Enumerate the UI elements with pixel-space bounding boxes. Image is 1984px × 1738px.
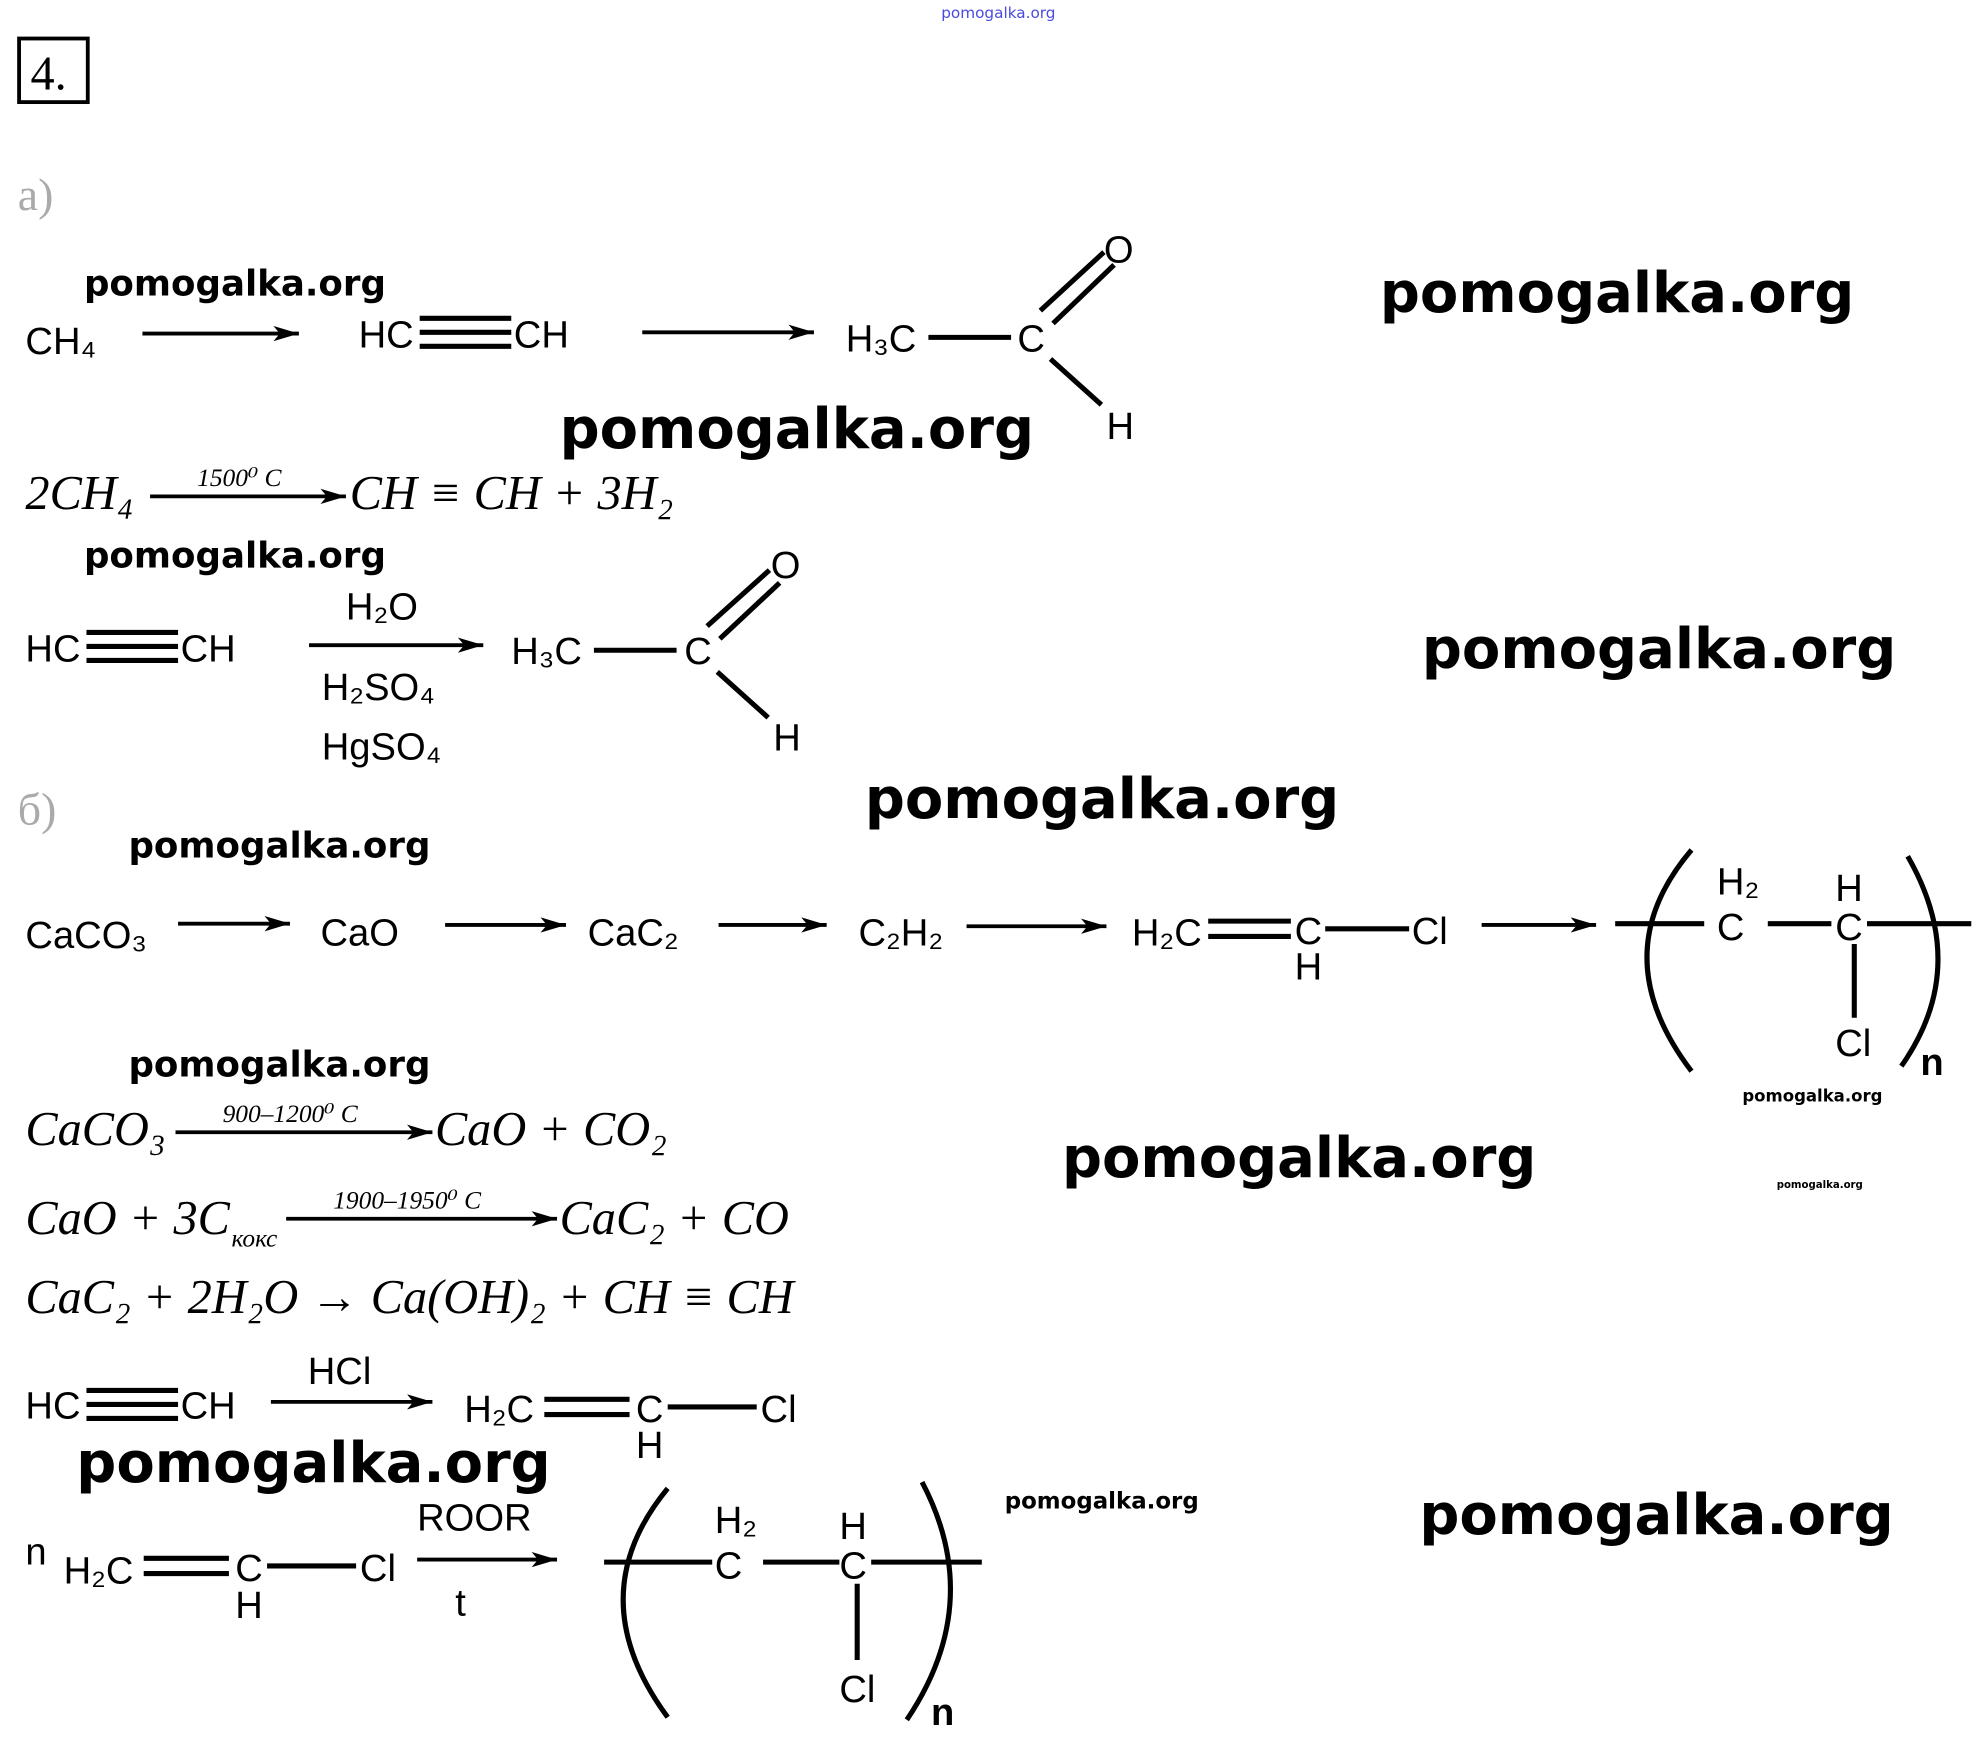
poly-h2: H₂: [1717, 860, 1759, 903]
task-number-box: [17, 36, 90, 105]
hc: HC: [25, 1384, 80, 1427]
cl: Cl: [761, 1388, 797, 1431]
hc: HC: [25, 628, 80, 671]
equation-b3: CaC₂ + 2H₂O → Ca(OH)₂ + CH ≡ CH: [25, 1271, 796, 1324]
cl: Cl: [1412, 910, 1448, 953]
ch: CH: [514, 314, 569, 357]
watermark: pomogalka.org: [1005, 1489, 1199, 1515]
equation-a2: HC CH H₂O H₂SO₄ HgSO₄ H₃C C O H: [25, 544, 800, 769]
watermark: pomogalka.org: [1742, 1087, 1882, 1106]
c: C: [1295, 910, 1323, 953]
reagent-below-2: HgSO₄: [322, 726, 441, 769]
caco3: CaCO₃: [25, 914, 147, 957]
poly-n: n: [1920, 1041, 1943, 1084]
poly-h: H: [839, 1505, 867, 1548]
eq-sub: кокс: [231, 1224, 278, 1253]
watermark: pomogalka.org: [865, 767, 1339, 832]
h: H: [1106, 405, 1134, 448]
part-b-label: б): [18, 783, 57, 834]
h: H: [235, 1584, 263, 1627]
poly-c1: C: [715, 1545, 743, 1588]
h: H: [636, 1424, 664, 1467]
c: C: [1017, 317, 1045, 360]
watermarks: pomogalka.org pomogalka.org pomogalka.or…: [76, 261, 1896, 1548]
poly-c2: C: [839, 1545, 867, 1588]
h2c: H₂C: [1132, 911, 1202, 954]
eq-left: 2CH₄: [25, 467, 133, 520]
eq-right: CaO + CO₂: [435, 1103, 667, 1156]
equation-a1: 2CH₄ 1500⁰ C CH ≡ CH + 3H₂: [25, 463, 673, 520]
c: C: [235, 1547, 263, 1590]
poly-n: n: [931, 1691, 954, 1734]
reagent-above: H₂O: [346, 586, 418, 629]
top-watermark: pomogalka.org: [941, 4, 1055, 22]
ch: CH: [181, 1384, 236, 1427]
o: O: [1104, 228, 1134, 271]
watermark: pomogalka.org: [1422, 617, 1896, 682]
eq-condition: 900–1200⁰ C: [223, 1099, 359, 1128]
reagent-below-1: H₂SO₄: [322, 666, 435, 709]
h3c: H₃C: [846, 317, 917, 360]
poly-cl: Cl: [1835, 1022, 1871, 1065]
h: H: [773, 717, 801, 760]
equation-b1: CaCO₃ 900–1200⁰ C CaO + CO₂: [25, 1099, 666, 1156]
h2c: H₂C: [464, 1388, 534, 1431]
eq-left: CaO + 3C: [25, 1192, 230, 1245]
equation-b5: n H₂C C H Cl ROOR t H₂ C H C Cl n: [25, 1480, 982, 1734]
watermark: pomogalka.org: [1777, 1180, 1863, 1191]
o: O: [771, 544, 801, 587]
eq-right: CaC₂ + CO: [560, 1192, 789, 1245]
eq-condition: 1900–1950⁰ C: [333, 1186, 482, 1215]
cac2: CaC₂: [588, 911, 679, 954]
eq-right: CH ≡ CH + 3H₂: [350, 467, 674, 520]
n: n: [25, 1531, 46, 1574]
eq-left: CaCO₃: [25, 1103, 165, 1156]
equation-b4: HC CH HCl H₂C C H Cl: [25, 1350, 796, 1467]
reagent-above: ROOR: [417, 1496, 531, 1539]
cao: CaO: [320, 911, 398, 954]
watermark: pomogalka.org: [76, 1431, 550, 1496]
watermark: pomogalka.org: [84, 536, 386, 577]
watermark: pomogalka.org: [1380, 261, 1854, 326]
watermark: pomogalka.org: [84, 263, 386, 304]
poly-cl: Cl: [839, 1668, 875, 1711]
c2h2: C₂H₂: [858, 911, 943, 954]
poly-c1: C: [1717, 906, 1745, 949]
scheme-a: CH₄ HC CH H₃C C O H: [25, 228, 1134, 448]
watermark: pomogalka.org: [560, 397, 1034, 462]
h: H: [1295, 946, 1323, 989]
h3c: H₃C: [511, 630, 582, 673]
task-number: 4.: [31, 47, 67, 100]
watermark: pomogalka.org: [128, 1044, 430, 1085]
ch: CH: [181, 628, 236, 671]
c: C: [636, 1388, 664, 1431]
watermark: pomogalka.org: [1419, 1483, 1893, 1548]
ch4: CH₄: [25, 320, 96, 363]
reagent-below: t: [455, 1582, 466, 1625]
watermark: pomogalka.org: [1062, 1126, 1536, 1191]
reagent: HCl: [308, 1350, 372, 1393]
part-a-label: а): [18, 169, 54, 220]
watermark: pomogalka.org: [128, 826, 430, 867]
eq-condition: 1500⁰ C: [197, 463, 282, 492]
poly-c2: C: [1835, 906, 1863, 949]
cl: Cl: [360, 1547, 396, 1590]
equation-b2: CaO + 3C кокс 1900–1950⁰ C CaC₂ + CO: [25, 1186, 788, 1253]
scheme-b: CaCO₃ CaO CaC₂ C₂H₂ H₂C C H Cl H₂ C H C …: [25, 848, 1972, 1084]
poly-h2: H₂: [715, 1499, 757, 1542]
c: C: [684, 630, 712, 673]
h2c: H₂C: [64, 1550, 134, 1593]
poly-h: H: [1835, 867, 1863, 910]
hc: HC: [359, 314, 414, 357]
